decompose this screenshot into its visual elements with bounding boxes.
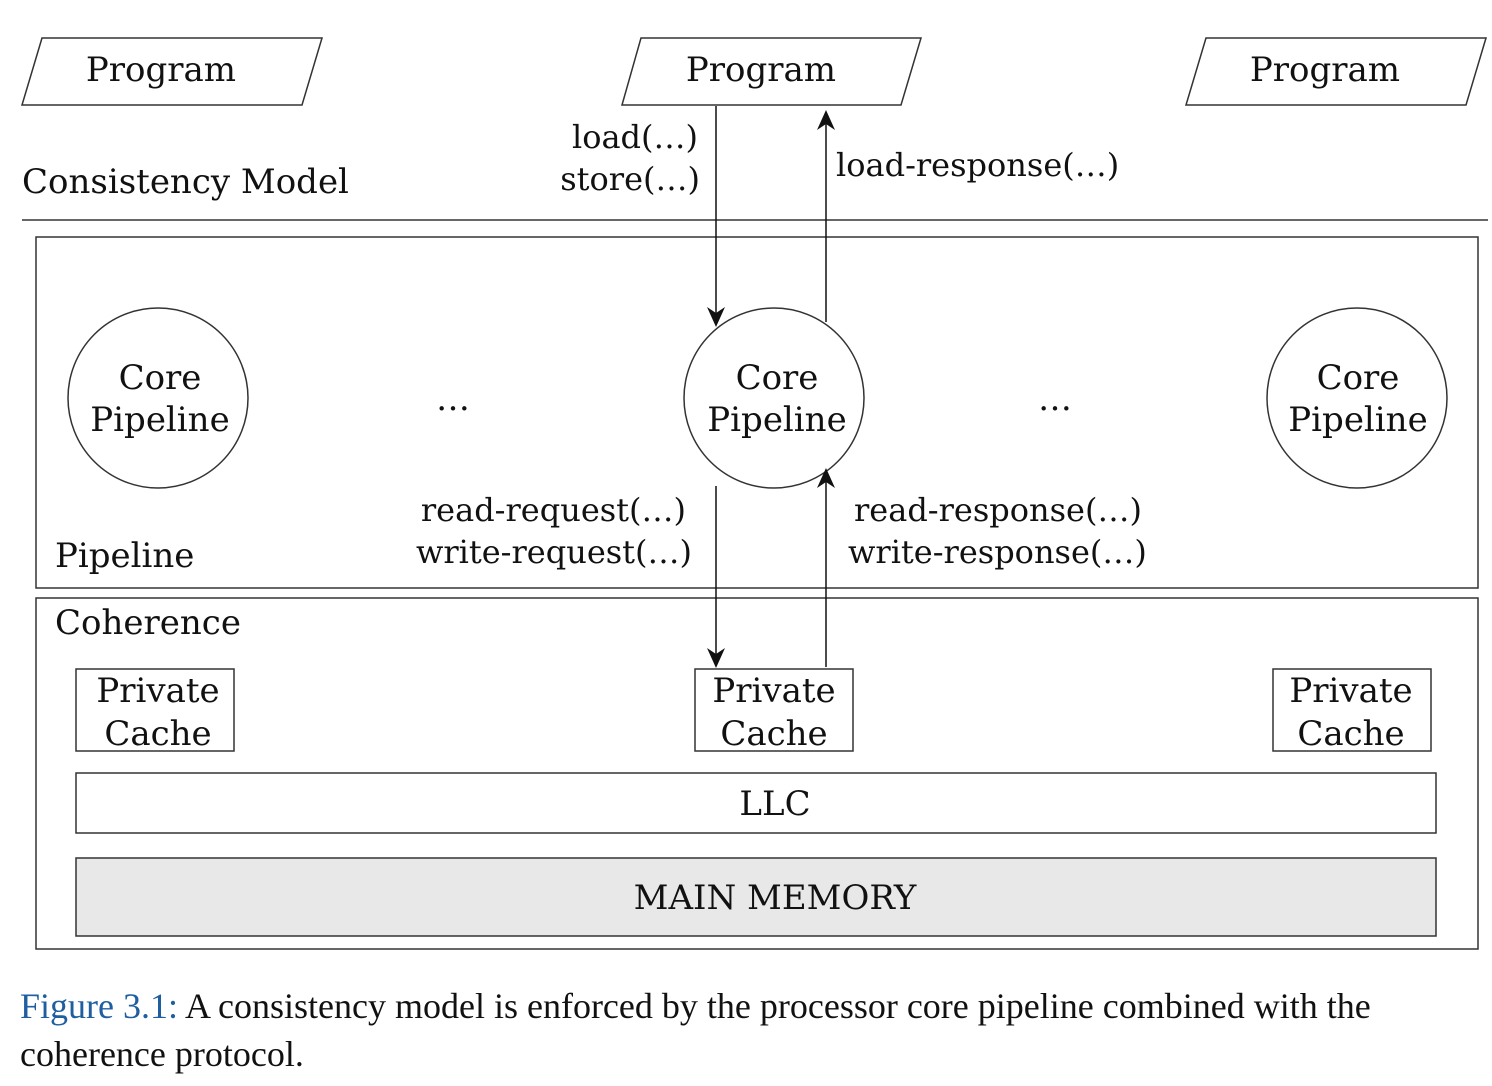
load-call-label: load(…) [572, 118, 698, 156]
ellipsis-left: … [436, 379, 470, 419]
core-center-line2: Pipeline [707, 400, 846, 440]
figure-number: Figure 3.1: [20, 986, 178, 1026]
cache-left-line2: Cache [104, 714, 211, 754]
core-right-line2: Pipeline [1288, 400, 1427, 440]
ellipsis-right: … [1038, 379, 1072, 419]
main-memory-fill [75, 857, 1437, 937]
program-center: Program [621, 37, 923, 106]
private-cache-left: Private Cache [75, 668, 235, 754]
program-left: Program [20, 37, 324, 106]
load-response-label: load-response(…) [836, 146, 1119, 184]
cache-center-line1: Private [712, 671, 835, 711]
core-left-line1: Core [119, 358, 202, 398]
llc-label: LLC [739, 784, 810, 824]
write-response-label: write-response(…) [848, 533, 1147, 571]
read-response-label: read-response(…) [854, 491, 1142, 529]
core-pipeline-right: Core Pipeline [1266, 307, 1448, 489]
store-call-label: store(…) [560, 160, 700, 198]
write-request-label: write-request(…) [416, 533, 692, 571]
coherence-label: Coherence [55, 603, 241, 643]
program-right: Program [1184, 37, 1488, 106]
core-center-line1: Core [736, 358, 819, 398]
cache-center-line2: Cache [720, 714, 827, 754]
read-request-label: read-request(…) [421, 491, 686, 529]
cache-right-line2: Cache [1297, 714, 1404, 754]
llc-box: LLC [75, 772, 1437, 834]
main-memory-box: MAIN MEMORY [75, 857, 1437, 937]
consistency-model-label: Consistency Model [22, 162, 349, 202]
core-left-line2: Pipeline [90, 400, 229, 440]
core-pipeline-center: Core Pipeline [683, 307, 865, 489]
main-memory-label: MAIN MEMORY [634, 878, 917, 918]
core-right-line1: Core [1317, 358, 1400, 398]
program-center-label: Program [686, 50, 836, 90]
caption-text: A consistency model is enforced by the p… [20, 986, 1371, 1074]
program-left-label: Program [86, 50, 236, 90]
core-pipeline-left: Core Pipeline [67, 307, 249, 489]
private-cache-center: Private Cache [694, 668, 854, 754]
pipeline-box [35, 236, 1479, 589]
consistency-diagram: Program Program Program Consistency Mode… [20, 37, 1488, 950]
pipeline-label: Pipeline [55, 536, 194, 576]
cache-right-line1: Private [1289, 671, 1412, 711]
coherence-box [35, 597, 1479, 950]
private-cache-right: Private Cache [1272, 668, 1432, 754]
figure-caption: Figure 3.1: A consistency model is enfor… [20, 982, 1482, 1078]
program-right-label: Program [1250, 50, 1400, 90]
cache-left-line1: Private [96, 671, 219, 711]
